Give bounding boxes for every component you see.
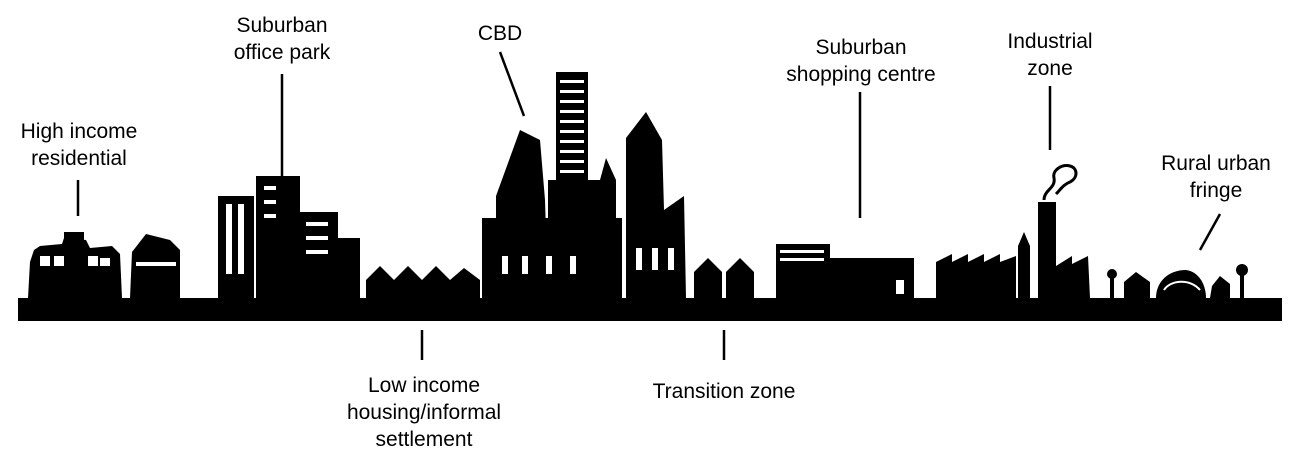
office-park-buildings xyxy=(218,176,360,298)
label-high-income-residential: High income residential xyxy=(20,120,138,170)
low-income-huts xyxy=(366,266,480,298)
label-cbd: CBD xyxy=(477,22,523,45)
label-suburban-office-park: Suburban office park xyxy=(233,14,331,64)
high-income-houses xyxy=(28,232,180,298)
transition-houses xyxy=(694,258,754,298)
leader-cbd xyxy=(498,51,526,117)
shopping-centre xyxy=(776,244,914,298)
label-low-income-housing: Low income housing/informal settlement xyxy=(346,374,502,450)
rural-fringe-features xyxy=(1107,264,1248,298)
label-suburban-shopping-centre: Suburban shopping centre xyxy=(786,36,936,86)
label-industrial-zone: Industrial zone xyxy=(1007,30,1093,80)
leader-rural-fringe xyxy=(1198,213,1222,251)
label-transition-zone: Transition zone xyxy=(652,380,796,403)
cbd-towers xyxy=(482,72,686,298)
label-rural-urban-fringe: Rural urban fringe xyxy=(1161,152,1271,202)
industrial-factories xyxy=(936,164,1090,298)
leader-lines xyxy=(76,51,1222,360)
ground-strip xyxy=(18,298,1282,321)
